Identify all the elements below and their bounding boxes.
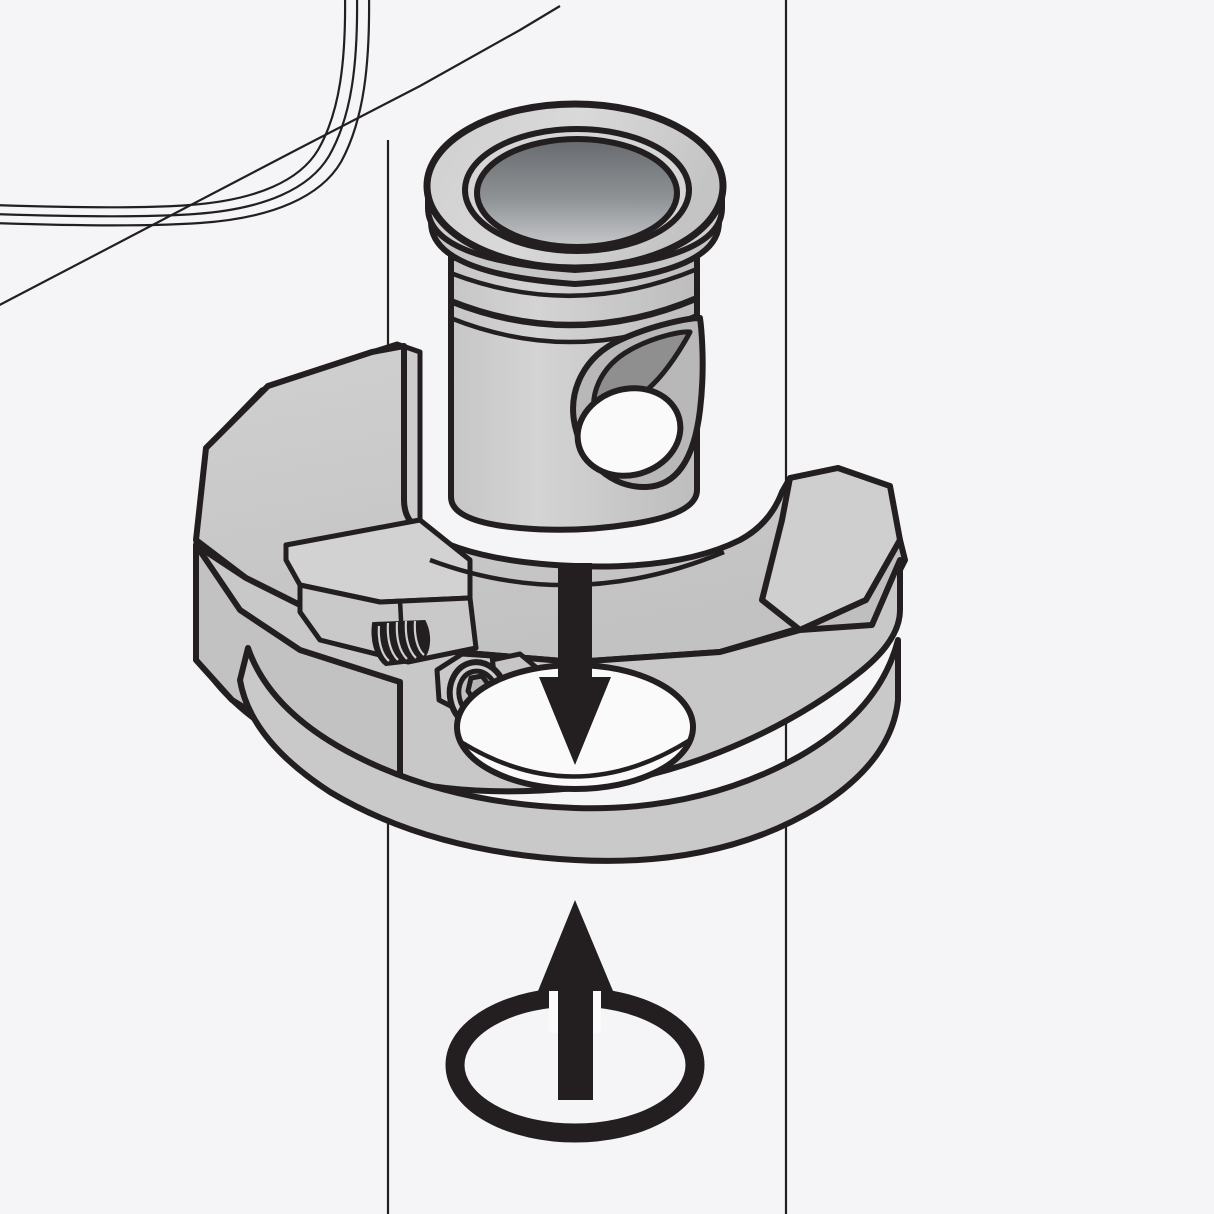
hose-curve-inner xyxy=(0,0,371,227)
clamp-bore-inner-wall xyxy=(459,738,692,779)
leg-diagonal-edge xyxy=(0,5,561,307)
stanchion-bore-cylinder xyxy=(423,100,727,533)
cylinder-side-port xyxy=(570,315,706,491)
arrow-down-shape xyxy=(539,563,611,765)
groove-ring-1b xyxy=(451,264,697,299)
groove-ring-2a xyxy=(451,293,697,329)
cylinder-flange-collar xyxy=(423,100,727,287)
clamp-collar-skirt xyxy=(237,637,901,864)
install-direction-up-arrow xyxy=(538,900,613,1100)
hose-curve-middle xyxy=(0,0,359,218)
arrow-up-shape xyxy=(538,900,613,1100)
bolt-thread-crests xyxy=(377,620,425,662)
hose-curve-outer xyxy=(0,0,347,209)
hex-socket-pinch-bolt xyxy=(371,619,431,667)
bolt-thread-body xyxy=(371,619,431,667)
port-through-hole xyxy=(574,385,684,479)
install-direction-down-arrow xyxy=(539,563,611,765)
bore-opening xyxy=(474,136,680,250)
